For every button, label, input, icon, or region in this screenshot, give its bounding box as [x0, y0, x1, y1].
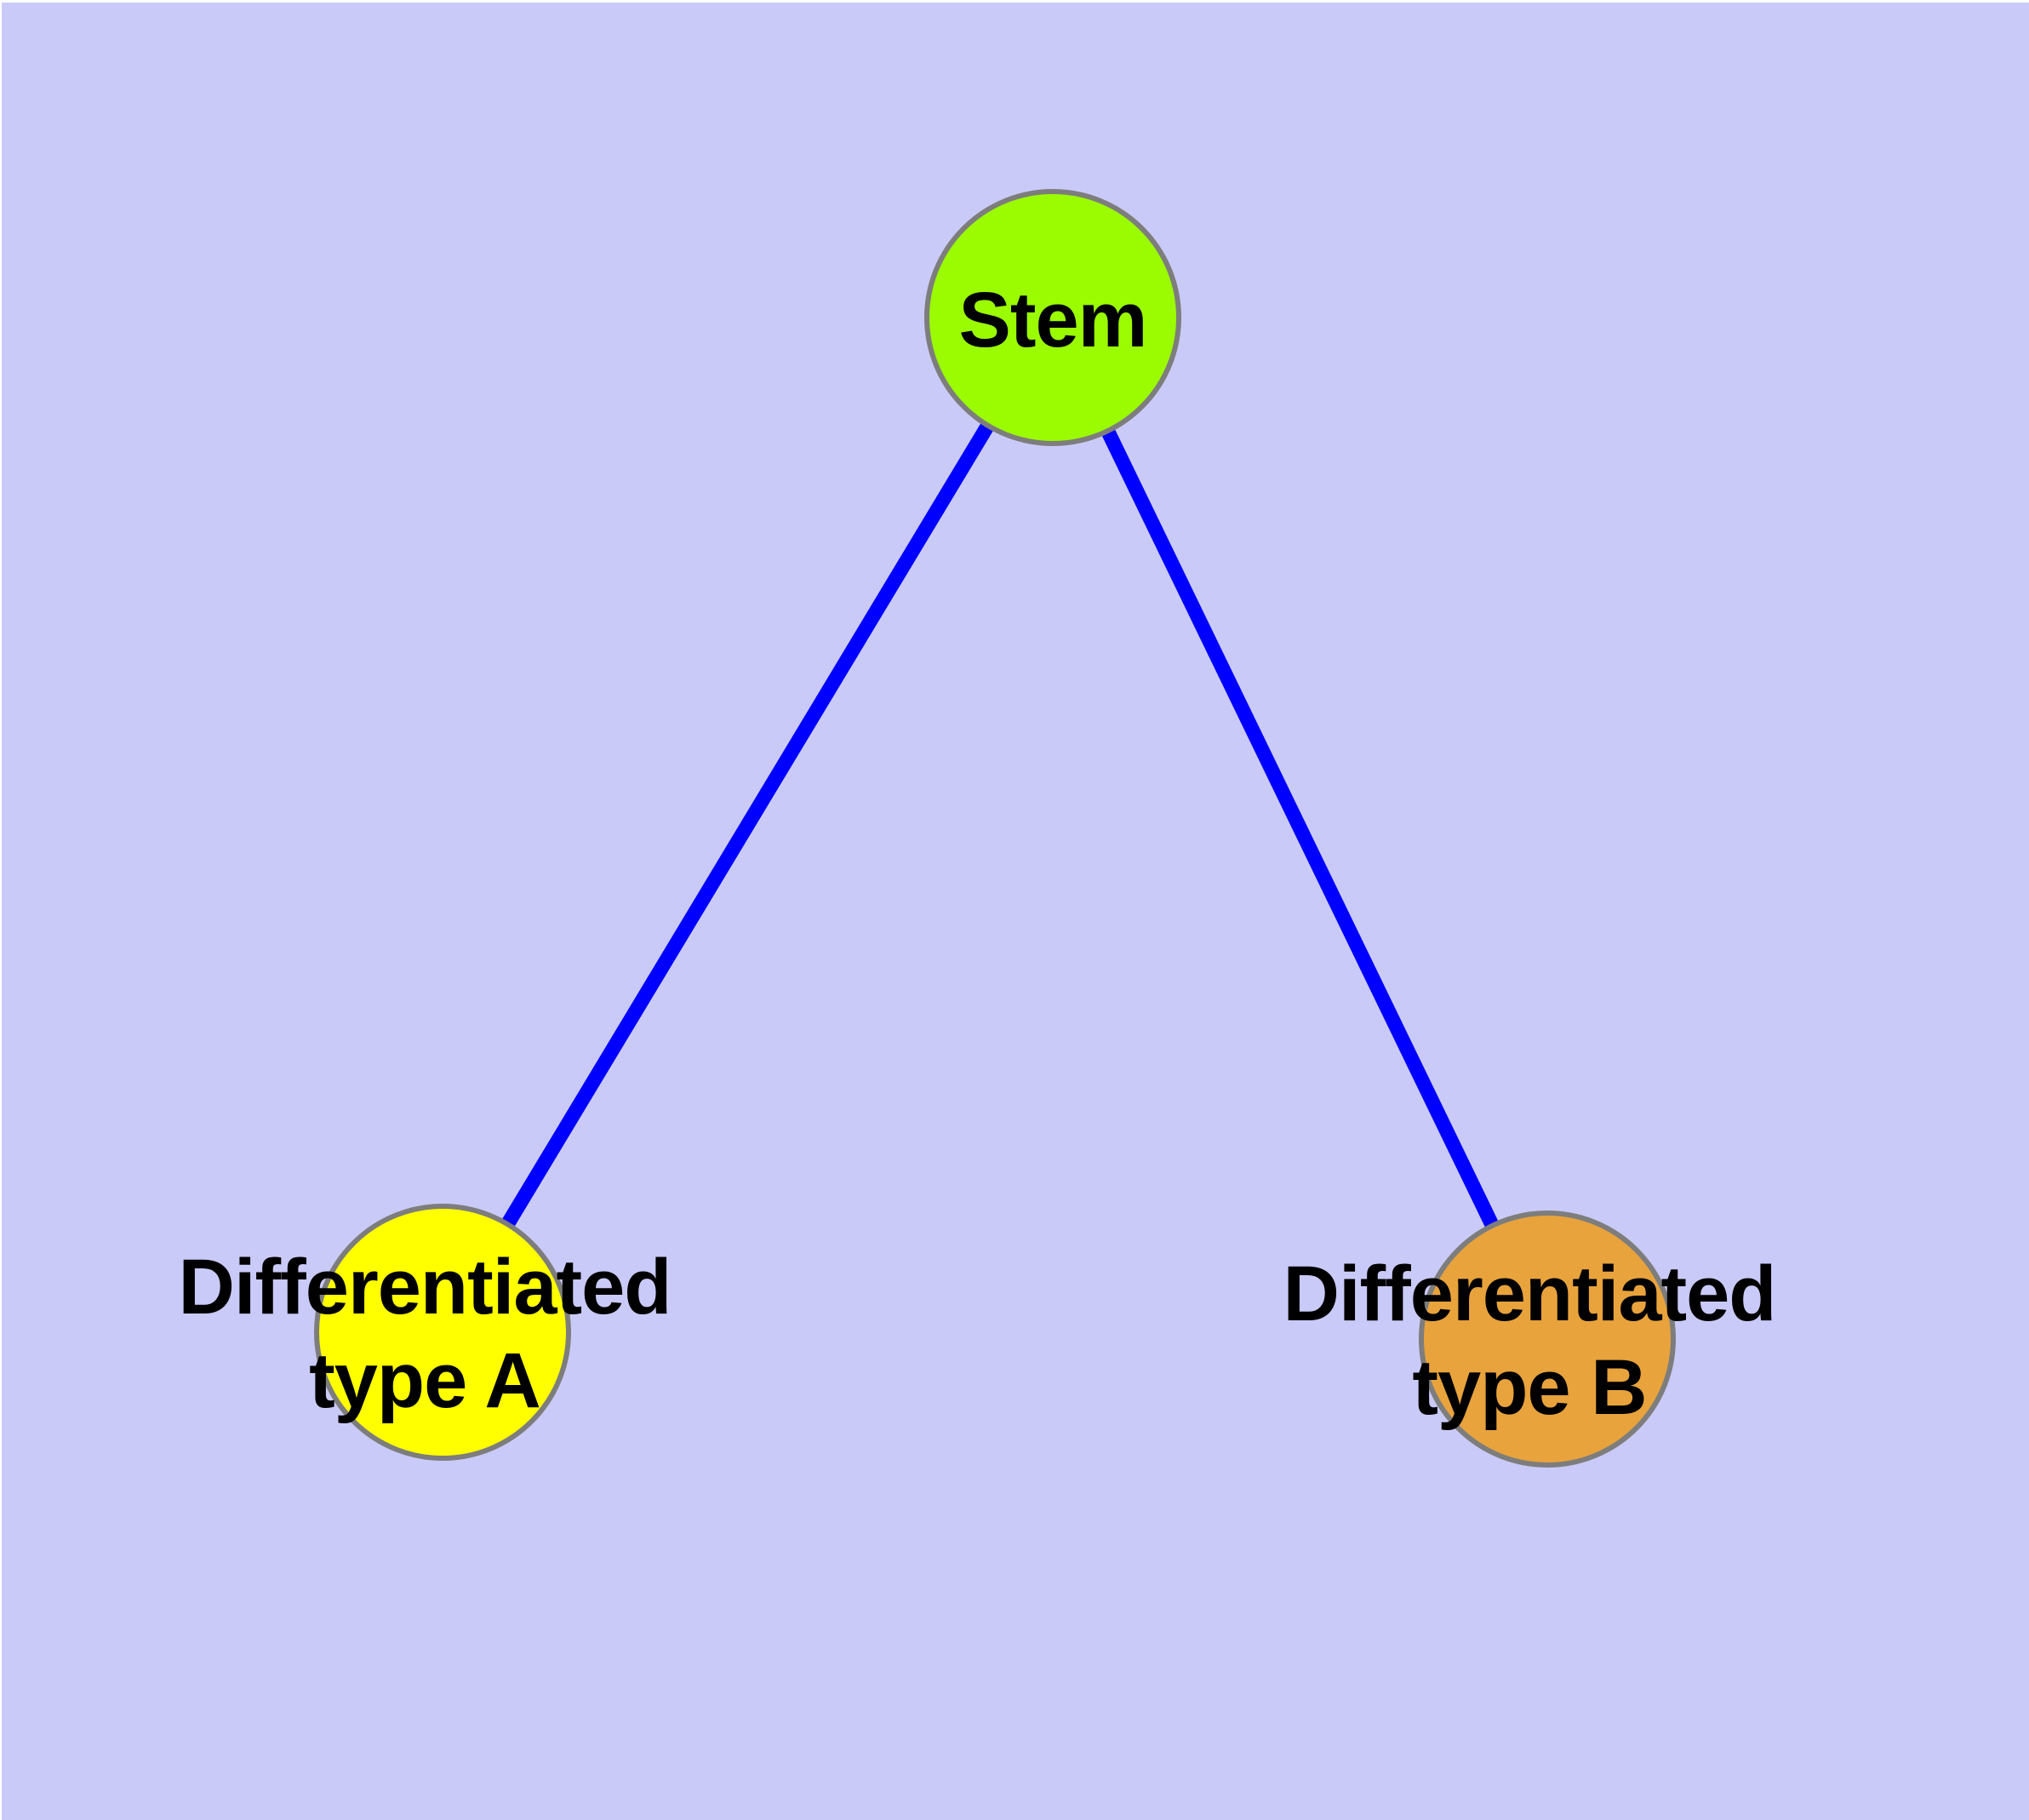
label-line: Differentiated: [1283, 1251, 1777, 1337]
node-type-b-circle: [1419, 1210, 1676, 1468]
edge-stem-to-type-a: [436, 313, 1060, 1336]
node-stem-label: Stem: [958, 273, 1148, 367]
label-line: type B: [1412, 1344, 1647, 1431]
label-line: Stem: [958, 277, 1148, 363]
node-stem-circle: [924, 189, 1181, 446]
node-type-b-label: Differentiated type B: [1283, 1247, 1777, 1434]
node-type-a-circle: [314, 1204, 571, 1461]
label-line: type A: [309, 1337, 541, 1424]
label-line: Differentiated: [178, 1244, 672, 1331]
node-type-a-label: Differentiated type A: [179, 1240, 672, 1428]
edge-stem-to-type-b: [1046, 314, 1554, 1342]
